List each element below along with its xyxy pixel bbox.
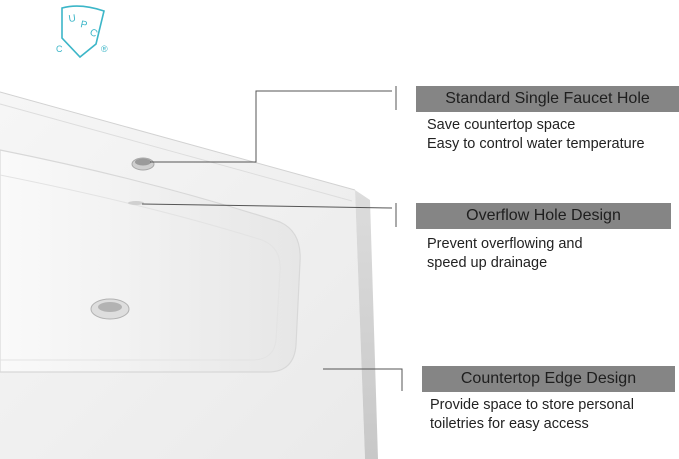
upc-registered-mark: ® [101, 44, 108, 54]
feature-desc-line: Provide space to store personal [430, 397, 634, 413]
upc-letter-u: U [68, 13, 77, 25]
shield-icon [61, 5, 105, 59]
feature-desc-line: toiletries for easy access [430, 416, 589, 432]
feature-desc-countertop-edge: Provide space to store personal toiletri… [430, 396, 634, 434]
upc-letter-p: P [79, 19, 88, 31]
feature-desc-faucet-hole: Save countertop space Easy to control wa… [427, 116, 645, 154]
feature-desc-line: Save countertop space [427, 117, 576, 133]
feature-title-faucet-hole: Standard Single Faucet Hole [416, 86, 679, 112]
upc-left-mark: C [56, 44, 63, 54]
feature-title-countertop-edge: Countertop Edge Design [422, 366, 675, 392]
upc-certification-logo: U P C C ® [56, 5, 108, 59]
leader-edge [323, 368, 403, 391]
leader-overflow [141, 203, 393, 209]
upc-letter-c: C [88, 27, 100, 40]
countertop-edge [355, 190, 378, 459]
feature-desc-overflow-hole: Prevent overflowing and speed up drainag… [427, 235, 583, 273]
feature-desc-line: Prevent overflowing and [427, 236, 583, 252]
feature-desc-line: Easy to control water temperature [427, 136, 645, 152]
feature-title-overflow-hole: Overflow Hole Design [416, 203, 671, 229]
overflow-hole [128, 201, 144, 205]
feature-desc-line: speed up drainage [427, 255, 548, 271]
leader-faucet [150, 90, 392, 163]
